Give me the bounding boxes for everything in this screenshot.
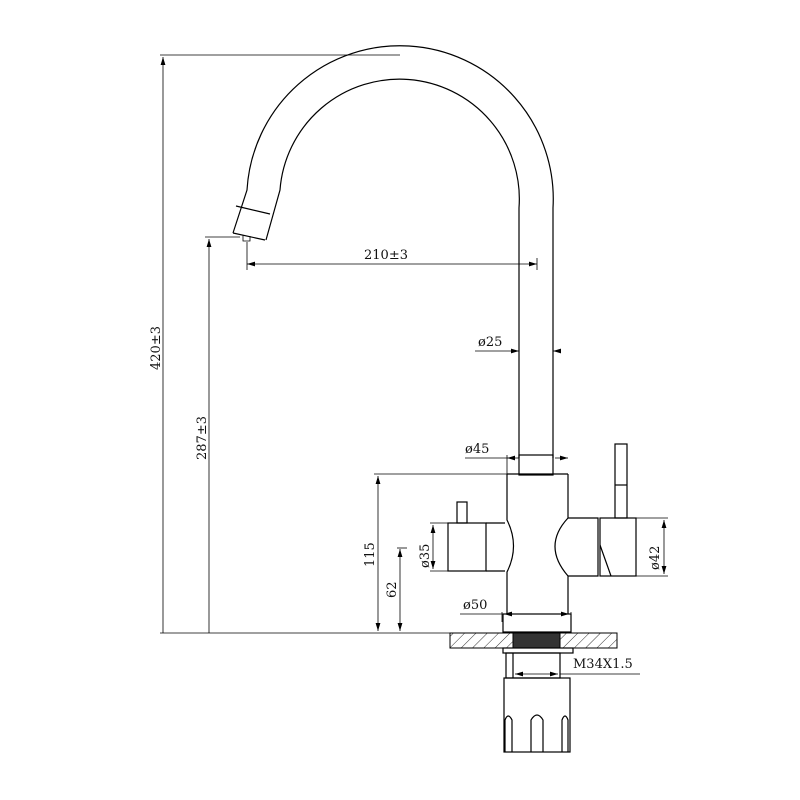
dimension-spout-diameter: ø25	[475, 335, 561, 354]
body-height-label: 115	[363, 542, 378, 567]
faucet-body	[502, 454, 572, 633]
dimension-total-height: 420±3	[149, 54, 400, 633]
right-handle	[568, 443, 637, 577]
handle-height-label: 62	[385, 581, 400, 598]
base-diameter-label: ø50	[463, 598, 487, 613]
dimension-spout-reach: 210±3	[246, 242, 538, 270]
total-height-label: 420±3	[149, 326, 164, 370]
dimension-spout-height: 287±3	[195, 236, 240, 633]
right-handle-diameter-label: ø42	[648, 546, 663, 570]
dimension-body-diameter: ø45	[465, 442, 568, 474]
dimension-body-height: 115	[363, 473, 507, 631]
spout-diameter-label: ø25	[478, 335, 502, 350]
spout	[232, 45, 554, 458]
body-diameter-label: ø45	[465, 442, 489, 457]
spout-height-label: 287±3	[195, 416, 210, 460]
mounting-shank	[502, 647, 574, 753]
thread-label: M34X1.5	[573, 657, 633, 672]
dimension-left-handle-diameter: ø35	[418, 522, 448, 572]
dimension-thread: M34X1.5	[515, 657, 640, 677]
spout-reach-label: 210±3	[364, 248, 408, 263]
dimension-right-handle-diameter: ø42	[636, 517, 668, 577]
left-handle	[447, 501, 505, 572]
left-handle-diameter-label: ø35	[418, 544, 433, 568]
dimension-base-diameter: ø50	[460, 598, 572, 622]
countertop	[160, 632, 618, 649]
dimension-handle-height: 62	[385, 547, 407, 631]
